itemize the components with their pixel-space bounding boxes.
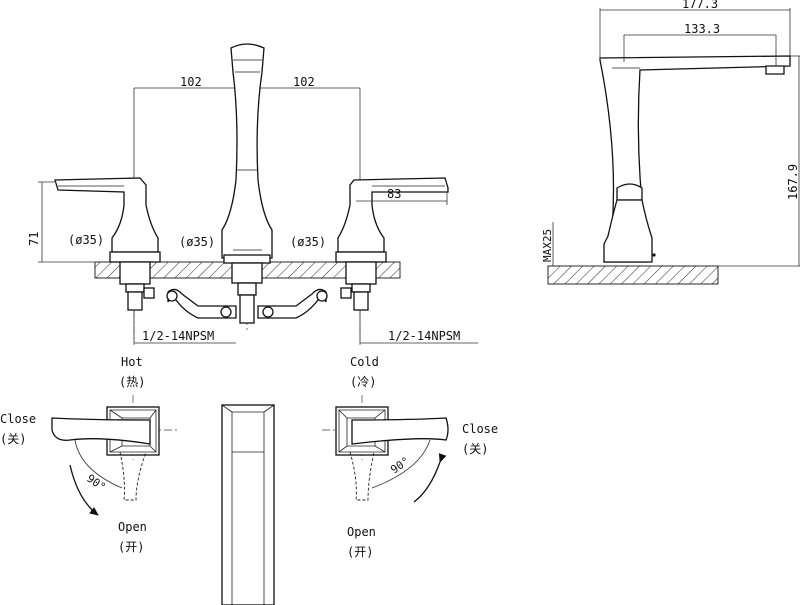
cold-angle-label: 90° [388, 454, 412, 476]
front-view: 102 102 (ø35) (ø35) [27, 43, 478, 345]
side-mark [652, 253, 656, 257]
cold-title: Cold [350, 355, 379, 369]
cold-title-cn: (冷) [350, 375, 376, 389]
hot-open-cn-label: (开) [118, 540, 144, 554]
supply-connectors [125, 282, 371, 324]
cold-open-cn-label: (开) [347, 545, 373, 559]
hot-lever-open [119, 451, 147, 501]
cold-angle-arc [371, 439, 431, 489]
hot-open-label: Open [118, 520, 147, 534]
cold-handle-view: Cold (冷) 90° Close (关) Open (开) [322, 355, 498, 559]
handle-height-dimension: 71 [27, 181, 96, 263]
hole-center-label: (ø35) [179, 235, 215, 249]
height-dimension: 167.9 [718, 55, 800, 267]
hot-angle-arc [74, 439, 123, 489]
left-handle-valve [54, 177, 161, 285]
height-label: 167.9 [786, 164, 800, 200]
cold-rotation-arrow [413, 453, 447, 503]
spacing-left-label: 102 [180, 75, 202, 89]
overall-reach-label: 177.3 [682, 0, 718, 11]
cold-open-label: Open [347, 525, 376, 539]
hot-title-cn: (热) [119, 375, 145, 389]
cold-close-label: Close [462, 422, 498, 436]
hot-title: Hot [121, 355, 143, 369]
hot-lever [51, 417, 151, 445]
handle-reach-dimension: 83 [356, 187, 448, 205]
deck-thickness-dimension: MAX25 [541, 222, 554, 266]
hot-close-cn-label: (关) [0, 432, 26, 446]
spout-reach-label: 133.3 [684, 22, 720, 36]
hot-close-label: Close [0, 412, 36, 426]
spout-reach-dimension: 133.3 [623, 22, 777, 66]
side-deck-section [547, 265, 719, 285]
center-spout [221, 43, 273, 284]
hole-right-label: (ø35) [290, 235, 326, 249]
thread-left-label: 1/2-14NPSM [142, 329, 214, 343]
cold-lever [351, 417, 449, 445]
right-handle-valve [335, 177, 449, 285]
hot-angle-label: 90° [84, 472, 108, 494]
spout-top-view [221, 404, 275, 605]
hole-left-label: (ø35) [68, 233, 104, 247]
cold-close-cn-label: (关) [462, 442, 488, 456]
handle-height-label: 71 [27, 232, 41, 246]
hot-rotation-arrow [69, 464, 99, 516]
hot-handle-view: Hot (热) 90° Close (关) Open (开) [0, 355, 180, 554]
handle-reach-label: 83 [387, 187, 401, 201]
overall-reach-dimension: 177.3 [599, 0, 791, 60]
thread-callouts: 1/2-14NPSM 1/2-14NPSM [133, 310, 478, 344]
spacing-right-label: 102 [293, 75, 315, 89]
thread-right-label: 1/2-14NPSM [388, 329, 460, 343]
cold-lever-open [349, 451, 375, 501]
spout-outline [221, 404, 275, 605]
side-view: 177.3 133.3 167.9 MAX25 [541, 0, 800, 285]
deck-thickness-label: MAX25 [541, 229, 554, 262]
